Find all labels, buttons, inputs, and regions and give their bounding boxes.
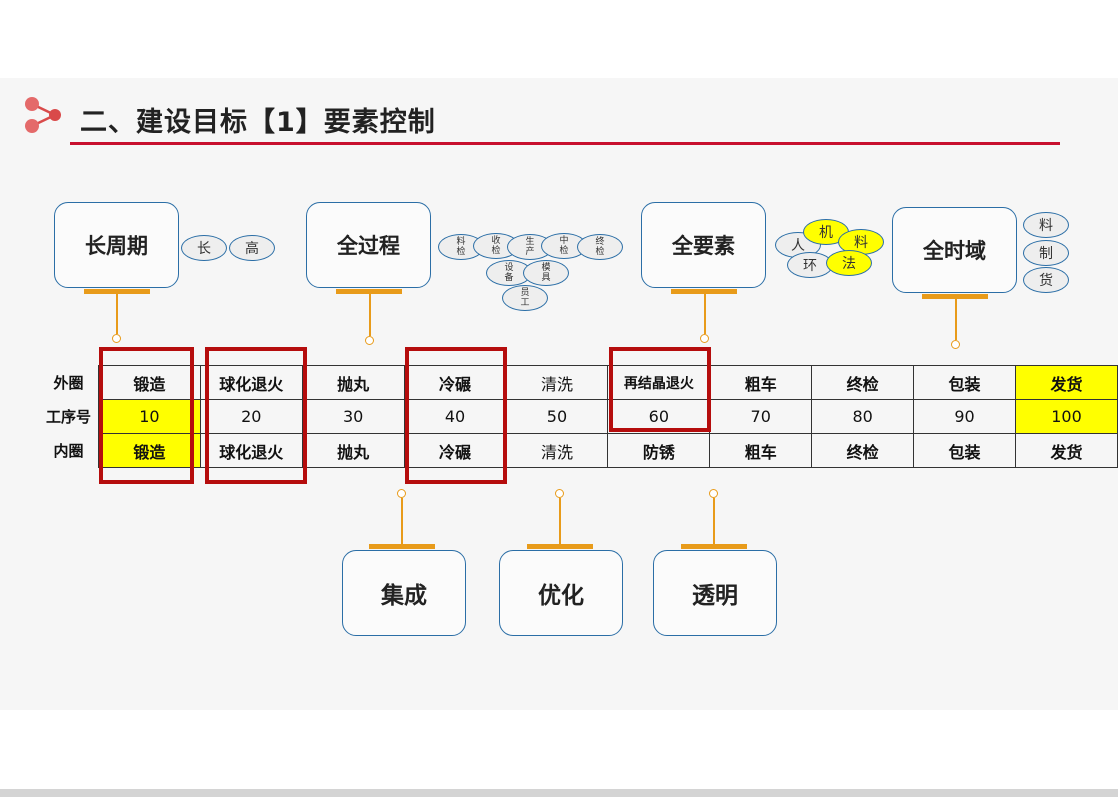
table-row-inner: 内圈 锻造 球化退火 抛丸 冷碾 清洗 防锈 粗车 终检 包装 发货 bbox=[39, 433, 1118, 468]
box-long-cycle: 长周期 bbox=[54, 202, 179, 288]
table-cell: 70 bbox=[709, 399, 813, 434]
table-cell: 30 bbox=[301, 399, 405, 434]
table-cell: 80 bbox=[811, 399, 915, 434]
connector-dot bbox=[365, 336, 374, 345]
table-cell: 90 bbox=[913, 399, 1016, 434]
connector-line bbox=[116, 294, 118, 334]
connector-dot bbox=[951, 340, 960, 349]
box-transparency: 透明 bbox=[653, 550, 777, 636]
table-cell: 抛丸 bbox=[301, 365, 405, 400]
connector-line bbox=[955, 299, 957, 340]
table-cell: 包装 bbox=[913, 433, 1016, 468]
table-cell: 粗车 bbox=[709, 433, 813, 468]
highlight-frame bbox=[609, 347, 711, 432]
table-cell: 包装 bbox=[913, 365, 1016, 400]
table-cell: 发货 bbox=[1014, 365, 1118, 400]
connector-bar bbox=[922, 294, 988, 299]
bottom-scroll-track bbox=[0, 789, 1118, 797]
table-cell: 防锈 bbox=[607, 433, 711, 468]
table-cell: 清洗 bbox=[505, 433, 609, 468]
connector-bar bbox=[336, 289, 402, 294]
table-cell: 球化退火 bbox=[199, 433, 303, 468]
connector-bar bbox=[681, 544, 747, 549]
connector-line bbox=[704, 294, 706, 334]
share-icon bbox=[25, 97, 61, 133]
connector-line bbox=[401, 498, 403, 544]
tag-oval: 料 bbox=[1023, 212, 1069, 238]
connector-bar bbox=[527, 544, 593, 549]
connector-bar bbox=[369, 544, 435, 549]
table-row-step: 工序号 10 20 30 40 50 60 70 80 90 100 bbox=[39, 399, 1118, 434]
tag-oval: 终检 bbox=[577, 234, 623, 260]
title-underline bbox=[70, 142, 1060, 145]
table-cell: 球化退火 bbox=[199, 365, 303, 400]
connector-bar bbox=[84, 289, 150, 294]
table-cell: 终检 bbox=[811, 433, 915, 468]
connector-dot bbox=[700, 334, 709, 343]
table-cell: 终检 bbox=[811, 365, 915, 400]
connector-dot bbox=[112, 334, 121, 343]
tag-oval: 环 bbox=[787, 252, 833, 278]
connector-line bbox=[369, 294, 371, 336]
tag-oval: 模具 bbox=[523, 260, 569, 286]
table-cell: 100 bbox=[1014, 399, 1118, 434]
box-optimization: 优化 bbox=[499, 550, 623, 636]
table-cell: 10 bbox=[97, 399, 201, 434]
tag-oval-highlight: 法 bbox=[826, 250, 872, 276]
connector-bar bbox=[671, 289, 737, 294]
table-cell: 锻造 bbox=[97, 433, 201, 468]
tag-oval: 长 bbox=[181, 235, 227, 261]
box-full-time: 全时域 bbox=[892, 207, 1017, 293]
table-cell: 粗车 bbox=[709, 365, 813, 400]
tag-oval: 制 bbox=[1023, 240, 1069, 266]
table-cell: 清洗 bbox=[505, 365, 609, 400]
connector-line bbox=[559, 498, 561, 544]
table-cell: 再结晶退火 bbox=[607, 365, 711, 400]
table-cell: 冷碾 bbox=[403, 433, 507, 468]
connector-dot bbox=[709, 489, 718, 498]
connector-line bbox=[713, 498, 715, 544]
table-cell: 发货 bbox=[1014, 433, 1118, 468]
table-cell: 50 bbox=[505, 399, 609, 434]
table-cell: 20 bbox=[199, 399, 303, 434]
connector-dot bbox=[555, 489, 564, 498]
highlight-frame bbox=[205, 347, 307, 484]
box-full-process: 全过程 bbox=[306, 202, 431, 288]
tag-oval: 货 bbox=[1023, 267, 1069, 293]
connector-dot bbox=[397, 489, 406, 498]
tag-oval-highlight: 料 bbox=[838, 229, 884, 255]
tag-oval: 高 bbox=[229, 235, 275, 261]
highlight-frame bbox=[405, 347, 507, 484]
box-full-elements: 全要素 bbox=[641, 202, 766, 288]
box-integration: 集成 bbox=[342, 550, 466, 636]
highlight-frame bbox=[99, 347, 194, 484]
page-title: 二、建设目标【1】要素控制 bbox=[80, 107, 436, 138]
process-table: 外圈 锻造 球化退火 抛丸 冷碾 清洗 再结晶退火 粗车 终检 包装 发货 工序… bbox=[39, 365, 1118, 468]
tag-oval: 员工 bbox=[502, 285, 548, 311]
row-label: 内圈 bbox=[53, 442, 84, 460]
row-label: 工序号 bbox=[45, 408, 91, 426]
table-cell: 抛丸 bbox=[301, 433, 405, 468]
table-row-outer: 外圈 锻造 球化退火 抛丸 冷碾 清洗 再结晶退火 粗车 终检 包装 发货 bbox=[39, 365, 1118, 400]
row-label: 外圈 bbox=[53, 374, 84, 392]
